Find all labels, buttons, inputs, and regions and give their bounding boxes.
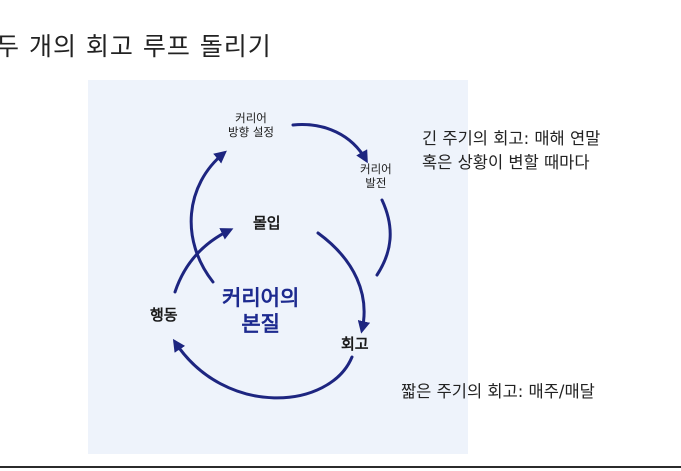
node-career-direction-line-1: 커리어	[235, 111, 267, 125]
arrow-direction-to-growth	[291, 123, 368, 164]
node-career-growth-line-2: 발전	[365, 175, 387, 190]
arrow-essence-to-direction	[189, 150, 227, 284]
node-career-direction-line-2: 방향 설정	[228, 124, 274, 139]
arrow-retrospective-to-action	[172, 338, 354, 400]
node-immersion: 몰입	[253, 214, 281, 232]
node-career-direction: 커리어 방향 설정	[228, 111, 274, 140]
slide-title: 두 개의 회고 루프 돌리기	[0, 32, 272, 61]
arrow-growth-to-essence	[375, 198, 392, 277]
node-career-essence-line-2: 본질	[241, 312, 280, 337]
arrow-immersion-to-retrospective	[316, 231, 371, 334]
node-retrospective: 회고	[341, 335, 369, 353]
annotation-short-cycle: 짧은 주기의 회고: 매주/매달	[401, 382, 595, 401]
node-career-growth-line-1: 커리어	[360, 162, 392, 176]
diagram-panel	[88, 80, 468, 454]
arrow-action-to-immersion	[173, 228, 234, 294]
annotation-long-cycle-line-2: 혹은 상황이 변할 때마다	[422, 152, 590, 172]
bottom-divider	[0, 466, 681, 468]
annotation-long-cycle-line-1: 긴 주기의 회고: 매해 연말	[422, 129, 601, 148]
node-career-essence-line-1: 커리어의	[222, 286, 300, 310]
node-career-growth: 커리어 발전	[360, 162, 392, 191]
node-action: 행동	[150, 306, 178, 324]
annotation-long-cycle: 긴 주기의 회고: 매해 연말 혹은 상황이 변할 때마다	[422, 127, 600, 175]
node-career-essence: 커리어의 본질	[222, 285, 299, 338]
